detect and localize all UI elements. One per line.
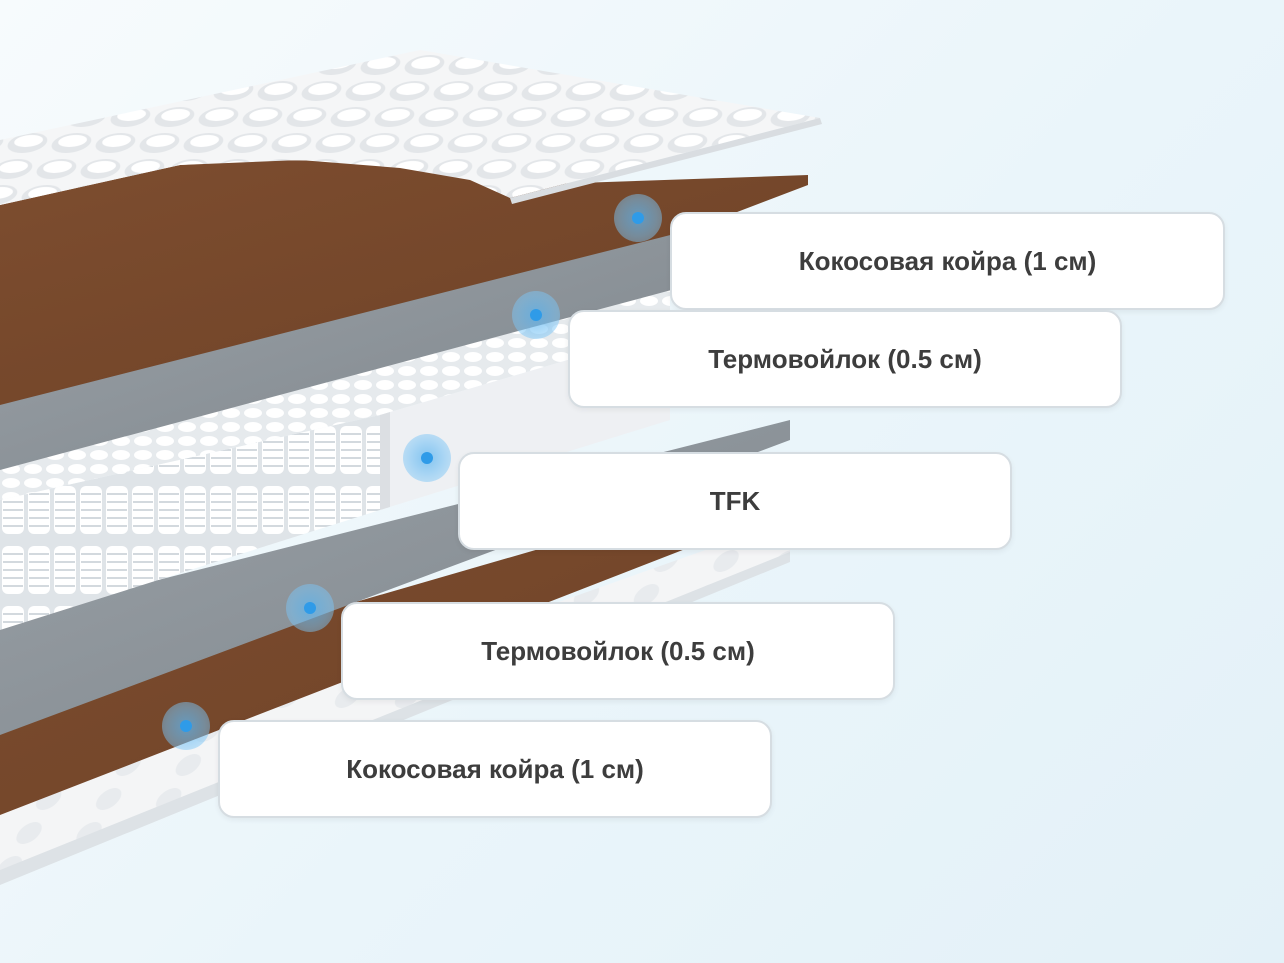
hotspot-dot	[632, 212, 644, 224]
hotspot-icon[interactable]	[614, 194, 662, 242]
layer-label-top-coir: Кокосовая койра (1 см)	[670, 212, 1225, 310]
hotspot-dot	[180, 720, 192, 732]
layer-label-bottom-coir: Кокосовая койра (1 см)	[218, 720, 772, 818]
layer-label-tfk-springs: TFK	[458, 452, 1012, 550]
top-cover-layer	[0, 50, 820, 205]
layer-label-top-felt: Термовойлок (0.5 см)	[568, 310, 1122, 408]
hotspot-dot	[421, 452, 433, 464]
top-coir-layer	[0, 160, 808, 405]
spring-unit-top	[0, 290, 670, 500]
hotspot-icon[interactable]	[162, 702, 210, 750]
hotspot-icon[interactable]	[512, 291, 560, 339]
hotspot-dot	[304, 602, 316, 614]
hotspot-icon[interactable]	[403, 434, 451, 482]
hotspot-icon[interactable]	[286, 584, 334, 632]
top-felt-layer	[0, 230, 690, 470]
spring-unit-front	[0, 415, 380, 630]
hotspot-dot	[530, 309, 542, 321]
layer-label-bottom-felt: Термовойлок (0.5 см)	[341, 602, 895, 700]
